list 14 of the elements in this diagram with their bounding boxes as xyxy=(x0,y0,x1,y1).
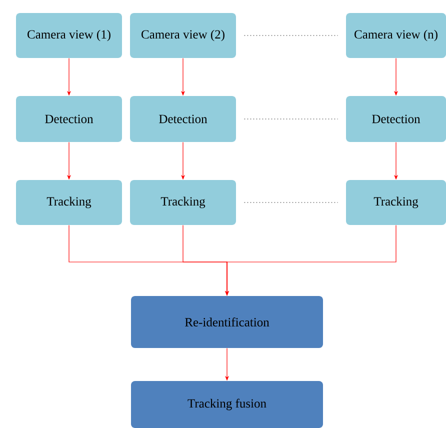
process-box: Tracking xyxy=(346,180,446,225)
process-box: Camera view (1) xyxy=(16,13,122,58)
process-box: Camera view (2) xyxy=(130,13,236,58)
process-box: Detection xyxy=(130,96,236,142)
process-box: Tracking xyxy=(130,180,236,225)
process-box: Tracking xyxy=(16,180,122,225)
process-box: Camera view (n) xyxy=(346,13,446,58)
ellipsis-line xyxy=(244,118,338,120)
process-box: Detection xyxy=(346,96,446,142)
process-box: Re-identification xyxy=(131,296,323,348)
process-box: Detection xyxy=(16,96,122,142)
ellipsis-line xyxy=(244,35,338,36)
process-box: Tracking fusion xyxy=(131,381,323,428)
ellipsis-line xyxy=(244,202,338,203)
